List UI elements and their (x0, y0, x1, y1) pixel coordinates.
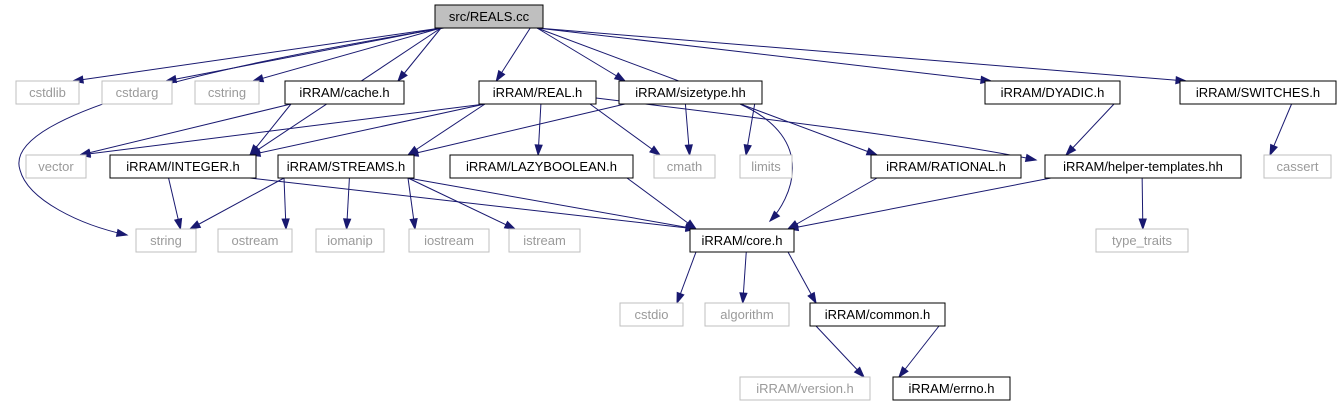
node-label: iRRAM/INTEGER.h (126, 159, 239, 174)
node-label: cstdio (635, 307, 669, 322)
node-label: iRRAM/common.h (825, 307, 930, 322)
node-label: iRRAM/RATIONAL.h (886, 159, 1006, 174)
edge-reals-to-switches (536, 27, 1188, 85)
node-label: type_traits (1112, 233, 1172, 248)
node-irram-integer-h[interactable]: iRRAM/INTEGER.h (109, 154, 257, 179)
edge-real-to-helper (595, 97, 1038, 162)
node-string[interactable]: string (135, 228, 197, 253)
node-cstdlib[interactable]: cstdlib (15, 80, 80, 105)
edges-layer (18, 27, 1293, 379)
node-irram-helper-templates-hh[interactable]: iRRAM/helper-templates.hh (1044, 154, 1242, 179)
edge-core-to-common (787, 251, 817, 305)
edge-real-to-lazyboolean (534, 103, 543, 157)
edge-reals-to-string (18, 27, 445, 237)
node-label: istream (523, 233, 566, 248)
node-istream[interactable]: istream (508, 228, 581, 253)
node-irram-rational-h[interactable]: iRRAM/RATIONAL.h (870, 154, 1022, 179)
node-label: iRRAM/STREAMS.h (287, 159, 405, 174)
node-label: iRRAM/core.h (702, 233, 783, 248)
edge-streams-to-string (188, 177, 285, 230)
edge-real-to-vector (78, 103, 486, 158)
edge-reals-to-cache (397, 27, 442, 83)
node-label: iRRAM/DYADIC.h (1001, 85, 1105, 100)
node-algorithm[interactable]: algorithm (704, 302, 790, 327)
edge-core-to-algorithm (739, 251, 748, 305)
node-label: iRRAM/LAZYBOOLEAN.h (466, 159, 617, 174)
edge-common-to-version (815, 325, 866, 379)
edge-reals-to-real (495, 27, 531, 83)
node-label: iRRAM/helper-templates.hh (1063, 159, 1223, 174)
node-label: cstdarg (116, 85, 159, 100)
node-ostream[interactable]: ostream (217, 228, 293, 253)
node-label: string (150, 233, 182, 248)
edge-rational-to-core (786, 177, 878, 230)
node-limits[interactable]: limits (739, 154, 793, 179)
edge-real-to-streams (406, 103, 486, 156)
node-label: cstring (208, 85, 246, 100)
node-label: iRRAM/sizetype.hh (635, 85, 746, 100)
edge-reals-to-cstring (251, 27, 442, 83)
node-label: iRRAM/cache.h (299, 85, 389, 100)
nodes-layer: src/REALS.cc cstdlib cstdarg cstring iRR… (15, 4, 1337, 401)
node-label: iRRAM/REAL.h (493, 85, 583, 100)
node-cstdarg[interactable]: cstdarg (101, 80, 173, 105)
node-label: cstdlib (29, 85, 66, 100)
edge-helper-to-type_traits (1138, 177, 1147, 231)
node-label: ostream (232, 233, 279, 248)
node-irram-sizetype-hh[interactable]: iRRAM/sizetype.hh (618, 80, 763, 105)
edge-lazyboolean-to-core (626, 177, 698, 230)
node-irram-real-h[interactable]: iRRAM/REAL.h (478, 80, 597, 105)
node-label: cmath (667, 159, 702, 174)
node-iomanip[interactable]: iomanip (315, 228, 385, 253)
node-iostream[interactable]: iostream (408, 228, 490, 253)
node-vector[interactable]: vector (25, 154, 87, 179)
node-label: limits (751, 159, 781, 174)
edge-sizetype-to-limits (743, 103, 756, 157)
edge-streams-to-iostream (407, 177, 418, 231)
node-label: iRRAM/errno.h (909, 381, 995, 396)
edge-integer-to-core (249, 177, 698, 232)
edge-dyadic-to-helper (1065, 103, 1115, 157)
node-label: cassert (1277, 159, 1319, 174)
node-irram-core-h[interactable]: iRRAM/core.h (689, 228, 795, 253)
node-label: iRRAM/version.h (756, 381, 854, 396)
node-cassert[interactable]: cassert (1263, 154, 1332, 179)
edge-reals-to-cstdlib (71, 27, 442, 84)
edge-integer-to-string (168, 177, 183, 231)
edge-sizetype-to-cmath (684, 103, 693, 157)
node-type-traits[interactable]: type_traits (1095, 228, 1189, 253)
edge-common-to-errno (898, 325, 940, 379)
edge-reals-to-dyadic (536, 27, 993, 84)
edge-streams-to-iomanip (342, 177, 352, 231)
edge-switches-to-cassert (1269, 103, 1293, 157)
edge-streams-to-core (407, 177, 698, 232)
edge-core-to-cstdio (676, 251, 697, 305)
node-cstdio[interactable]: cstdio (619, 302, 684, 327)
node-irram-lazyboolean-h[interactable]: iRRAM/LAZYBOOLEAN.h (449, 154, 634, 179)
edge-reals-to-sizetype (536, 27, 627, 82)
node-cmath[interactable]: cmath (653, 154, 716, 179)
node-cstring[interactable]: cstring (194, 80, 260, 105)
node-label: iostream (424, 233, 474, 248)
edge-streams-to-ostream (281, 177, 290, 231)
node-irram-cache-h[interactable]: iRRAM/cache.h (284, 80, 405, 105)
node-irram-version-h[interactable]: iRRAM/version.h (739, 376, 871, 401)
node-irram-common-h[interactable]: iRRAM/common.h (809, 302, 946, 327)
node-src-reals-cc[interactable]: src/REALS.cc (434, 4, 544, 29)
node-irram-errno-h[interactable]: iRRAM/errno.h (892, 376, 1011, 401)
node-irram-switches-h[interactable]: iRRAM/SWITCHES.h (1179, 80, 1337, 105)
edge-real-to-cmath (589, 103, 662, 156)
node-label: iomanip (327, 233, 373, 248)
edge-streams-to-istream (407, 177, 517, 230)
node-irram-dyadic-h[interactable]: iRRAM/DYADIC.h (984, 80, 1121, 105)
node-label: src/REALS.cc (449, 9, 530, 24)
node-label: iRRAM/SWITCHES.h (1196, 85, 1320, 100)
edge-helper-to-core (786, 177, 1052, 232)
node-label: algorithm (720, 307, 773, 322)
edge-sizetype-to-streams (406, 103, 626, 157)
node-irram-streams-h[interactable]: iRRAM/STREAMS.h (277, 154, 415, 179)
node-label: vector (38, 159, 74, 174)
